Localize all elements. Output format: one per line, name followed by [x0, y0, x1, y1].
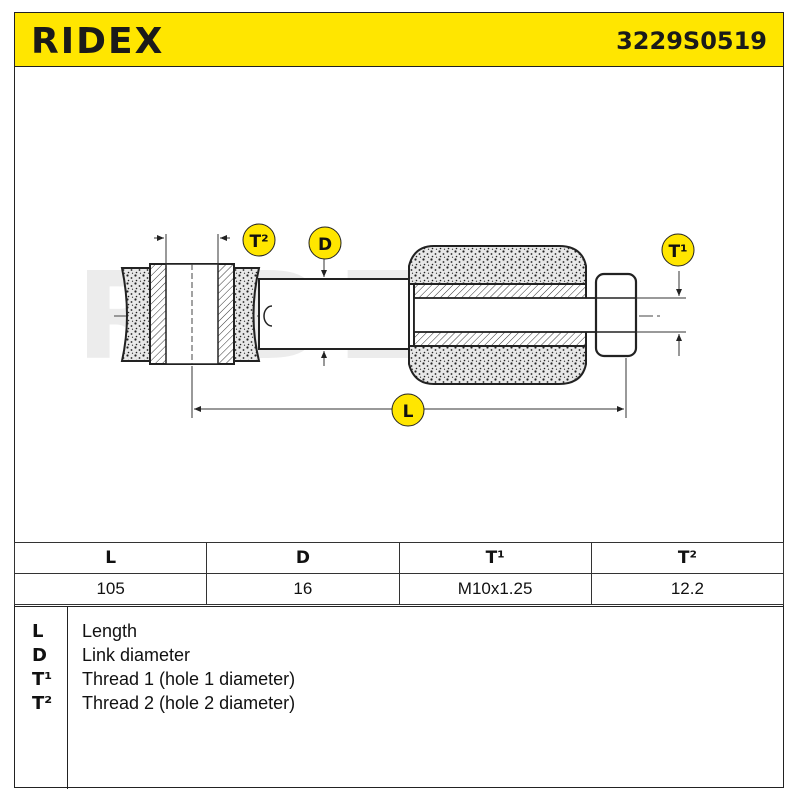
bolt-nut [594, 272, 638, 358]
label-t2: T² [249, 232, 268, 252]
spec-header-t1: T¹ [398, 542, 592, 574]
spec-value-t1: M10x1.25 [398, 573, 592, 605]
legend-desc: Thread 1 (hole 1 diameter) [82, 669, 296, 689]
label-l-badge: L [391, 393, 425, 427]
label-t1-badge: T¹ [661, 233, 695, 267]
legend-key: T¹ [32, 669, 53, 690]
spec-table: L D T¹ T² 105 16 M10x1.25 12.2 [13, 542, 785, 605]
label-l: L [403, 402, 414, 422]
link-rod [258, 278, 410, 350]
label-t2-badge: T² [242, 223, 276, 257]
legend-key: T² [32, 693, 53, 714]
part-number: 3229S0519 [616, 27, 767, 55]
spec-value-t2: 12.2 [590, 573, 785, 605]
legend-key: L [32, 621, 44, 642]
legend-key: D [32, 645, 47, 666]
bolt-shaft [413, 297, 597, 333]
legend-desc: Thread 2 (hole 2 diameter) [82, 693, 296, 713]
legend-desc: Length [82, 621, 138, 641]
brand-logo: RIDEX [31, 21, 165, 62]
technical-drawing: RIDEX T² D T¹ [76, 223, 695, 427]
rod-end-cap [263, 305, 273, 327]
label-d: D [318, 235, 332, 255]
spec-value-row: 105 16 M10x1.25 12.2 [13, 573, 785, 605]
legend-desc: Link diameter [82, 645, 191, 665]
right-bushing-rubber-bottom [408, 345, 587, 385]
label-t1: T¹ [668, 242, 687, 262]
spec-header-t2: T² [590, 542, 785, 574]
legend-panel: L Length D Link diameter T¹ Thread 1 (ho… [14, 606, 784, 789]
spec-header-l: L [13, 542, 208, 574]
spec-header-row: L D T¹ T² [13, 542, 785, 574]
right-bushing-rubber-top [408, 245, 587, 285]
spec-value-l: 105 [13, 573, 208, 605]
spec-value-d: 16 [206, 573, 400, 605]
spec-header-d: D [206, 542, 400, 574]
header-bar: RIDEX 3229S0519 [14, 12, 784, 67]
label-d-badge: D [308, 226, 342, 260]
legend-divider [67, 607, 68, 789]
